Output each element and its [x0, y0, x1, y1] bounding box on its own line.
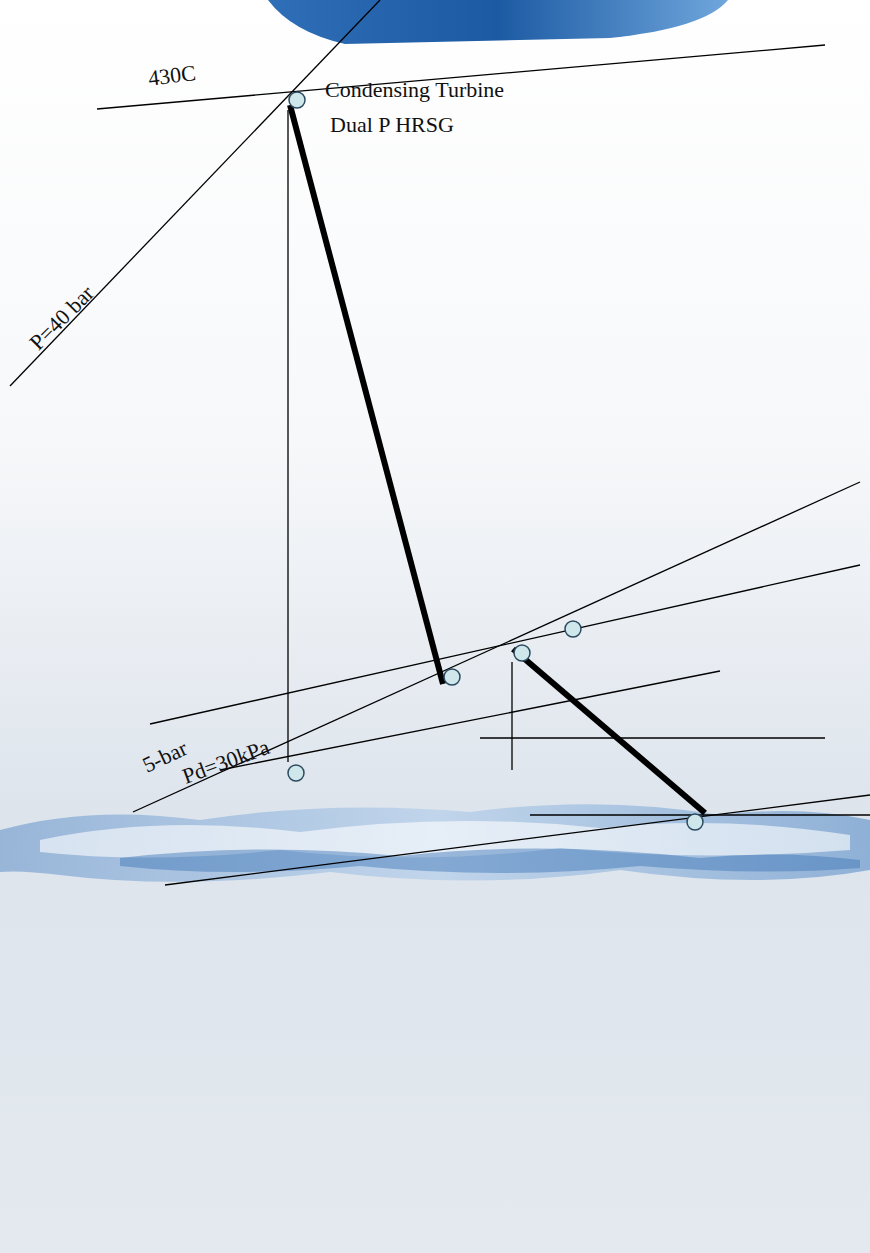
axis-label: Condensing Turbine: [325, 78, 504, 102]
state-point: [687, 814, 703, 830]
isobar-line: [220, 671, 720, 770]
isobar-line: [133, 482, 860, 812]
isobar-line: [150, 565, 860, 724]
expansion-line: [513, 649, 705, 813]
axis-label: Dual P HRSG: [330, 113, 454, 137]
axis-label: 430C: [147, 61, 197, 91]
isentrope-line: [287, 110, 288, 762]
state-point: [289, 92, 305, 108]
condenser-line: [165, 795, 870, 885]
isentrope-line: [511, 662, 512, 770]
water-splash: [0, 804, 870, 882]
state-point: [444, 669, 460, 685]
isobar-line: [10, 0, 380, 386]
temperature-line: [97, 45, 825, 109]
top-banner: [268, 0, 728, 44]
expansion-line: [290, 105, 443, 684]
axis-label: Pd=30kPa: [179, 735, 272, 789]
state-point: [288, 765, 304, 781]
axis-label: P=40 bar: [25, 281, 99, 355]
state-point: [565, 621, 581, 637]
horizontal-line: [480, 737, 825, 738]
state-point: [514, 645, 530, 661]
state-points: [288, 92, 703, 830]
diagram-lines: [10, 0, 870, 885]
